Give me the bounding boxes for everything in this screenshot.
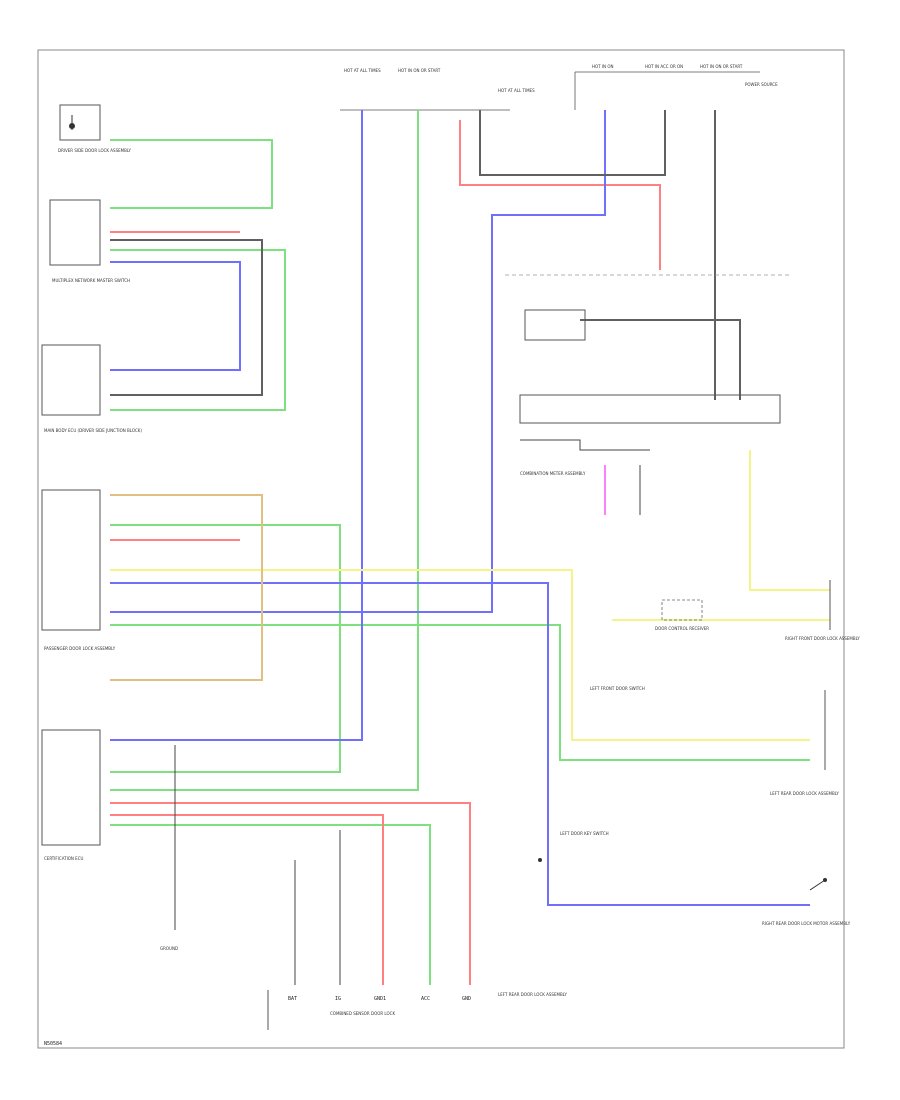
fuse-label-2: HOT IN ON OR START bbox=[398, 68, 441, 73]
fuse-label-4: HOT IN ON bbox=[592, 64, 613, 69]
bottom-pin-5: GND bbox=[462, 996, 471, 1002]
diagram-border bbox=[37, 49, 845, 1049]
door-control-receiver-label: DOOR CONTROL RECEIVER bbox=[655, 626, 709, 631]
bottom-connector: BAT IG GND1 ACC GND COMBINED SENSOR DOOR… bbox=[267, 990, 567, 1030]
left-door-lock-label: LEFT REAR DOOR LOCK ASSEMBLY bbox=[770, 791, 839, 796]
passenger-door-label: PASSENGER DOOR LOCK ASSEMBLY bbox=[44, 646, 116, 651]
yellow-wires bbox=[110, 450, 830, 741]
bottom-pin-2: IG bbox=[335, 996, 341, 1002]
key-sensor-label: LEFT DOOR KEY SWITCH bbox=[560, 831, 609, 836]
driver-door-lock-component: DRIVER SIDE DOOR LOCK ASSEMBLY bbox=[58, 104, 132, 153]
door-control-receiver-component: DOOR CONTROL RECEIVER bbox=[655, 599, 709, 631]
bottom-right-label: LEFT REAR DOOR LOCK ASSEMBLY bbox=[498, 992, 567, 997]
certification-ecu-component: CERTIFICATION ECU bbox=[41, 729, 101, 861]
bottom-pin-1: BAT bbox=[288, 996, 297, 1002]
certification-ecu-label: CERTIFICATION ECU bbox=[44, 856, 83, 861]
front-door-lock-label: DRIVER SIDE DOOR LOCK ASSEMBLY bbox=[58, 148, 132, 153]
fuse-header-left: HOT AT ALL TIMES HOT IN ON OR START HOT … bbox=[340, 68, 535, 111]
power-window-switch-label: MULTIPLEX NETWORK MASTER SWITCH bbox=[52, 278, 130, 283]
bottom-module-label: COMBINED SENSOR DOOR LOCK bbox=[330, 1011, 395, 1016]
combination-meter-label: COMBINATION METER ASSEMBLY bbox=[520, 471, 586, 476]
right-rear-label: RIGHT REAR DOOR LOCK MOTOR ASSEMBLY bbox=[762, 921, 851, 926]
key-sensor-component: LEFT DOOR KEY SWITCH bbox=[538, 831, 609, 862]
body-ecu-label: MAIN BODY ECU (DRIVER SIDE JUNCTION BLOC… bbox=[44, 428, 142, 433]
page-code: N50584 bbox=[44, 1041, 62, 1047]
passenger-door-component: PASSENGER DOOR LOCK ASSEMBLY bbox=[41, 489, 116, 651]
body-ecu-component: MAIN BODY ECU (DRIVER SIDE JUNCTION BLOC… bbox=[41, 344, 142, 433]
bottom-pin-3: GND1 bbox=[374, 996, 386, 1002]
tan-wire bbox=[110, 494, 263, 681]
left-door-lock-component: LEFT REAR DOOR LOCK ASSEMBLY bbox=[770, 690, 839, 796]
fuse-label-6: HOT IN ON OR START bbox=[700, 64, 743, 69]
fuse-label-1: HOT AT ALL TIMES bbox=[344, 68, 381, 73]
power-source-label: POWER SOURCE bbox=[745, 82, 778, 87]
fuse-label-3: HOT AT ALL TIMES bbox=[498, 88, 535, 93]
ground-symbol: GROUND bbox=[160, 946, 178, 951]
right-front-door-lock-component: RIGHT FRONT DOOR LOCK ASSEMBLY bbox=[785, 580, 860, 641]
bottom-pin-4: ACC bbox=[421, 996, 430, 1002]
combination-meter-component: COMBINATION METER ASSEMBLY bbox=[505, 274, 790, 476]
left-front-switch-component: LEFT FRONT DOOR SWITCH bbox=[590, 686, 645, 691]
fuse-label-5: HOT IN ACC OR ON bbox=[645, 64, 683, 69]
blue-wires bbox=[110, 110, 810, 906]
ground-label: GROUND bbox=[160, 946, 178, 951]
thin-dark-wires bbox=[174, 439, 650, 985]
power-window-switch-component: MULTIPLEX NETWORK MASTER SWITCH bbox=[49, 199, 130, 283]
red-wires bbox=[110, 120, 661, 985]
fuse-header-right: HOT IN ON HOT IN ACC OR ON HOT IN ON OR … bbox=[574, 64, 778, 110]
right-door-lock-label: RIGHT FRONT DOOR LOCK ASSEMBLY bbox=[785, 636, 860, 641]
right-rear-component: RIGHT REAR DOOR LOCK MOTOR ASSEMBLY bbox=[762, 878, 851, 926]
gray-wires bbox=[110, 110, 741, 400]
green-wires bbox=[110, 110, 810, 985]
left-front-switch-label: LEFT FRONT DOOR SWITCH bbox=[590, 686, 645, 691]
